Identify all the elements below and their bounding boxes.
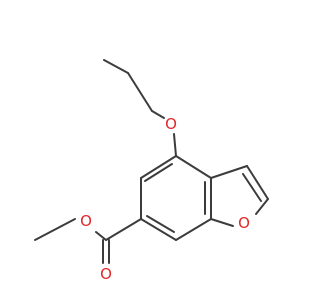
bond-carbonyl-c-ester-o bbox=[95, 231, 107, 241]
bond-ring-c4-c5-inner bbox=[144, 163, 173, 182]
bond-ring-c3a-c4 bbox=[175, 155, 212, 179]
bond-ring-c4-c5 bbox=[140, 155, 177, 179]
bond-ester-o-methyl bbox=[34, 218, 76, 241]
bond-ring-c6-c7 bbox=[140, 218, 177, 241]
bond-furan-c2-o bbox=[255, 198, 269, 215]
bond-c6-carbonyl-c bbox=[105, 218, 142, 241]
furan-oxygen-label: O bbox=[238, 214, 250, 232]
bond-furan-c3-c2-inner bbox=[242, 173, 262, 202]
bond-propyl-c1-c2 bbox=[103, 59, 129, 74]
bond-ring-c7-c7a bbox=[175, 218, 212, 241]
bond-furan-c3-c2 bbox=[246, 165, 269, 200]
bond-furan-c3a-c3 bbox=[210, 165, 248, 179]
ether-oxygen-label: O bbox=[165, 115, 177, 133]
carbonyl-oxygen-label: O bbox=[100, 265, 112, 283]
bond-furan-o-c7a bbox=[210, 218, 234, 227]
bond-propyl-c2-c3 bbox=[127, 72, 153, 112]
bond-propyl-c3-ether-o bbox=[151, 110, 165, 119]
molecule-structure-diagram: O O O O bbox=[34, 59, 269, 283]
ester-oxygen-label: O bbox=[80, 212, 92, 230]
bond-ether-o-c4 bbox=[173, 133, 177, 157]
bond-ring-c6-c7-inner bbox=[146, 215, 175, 233]
